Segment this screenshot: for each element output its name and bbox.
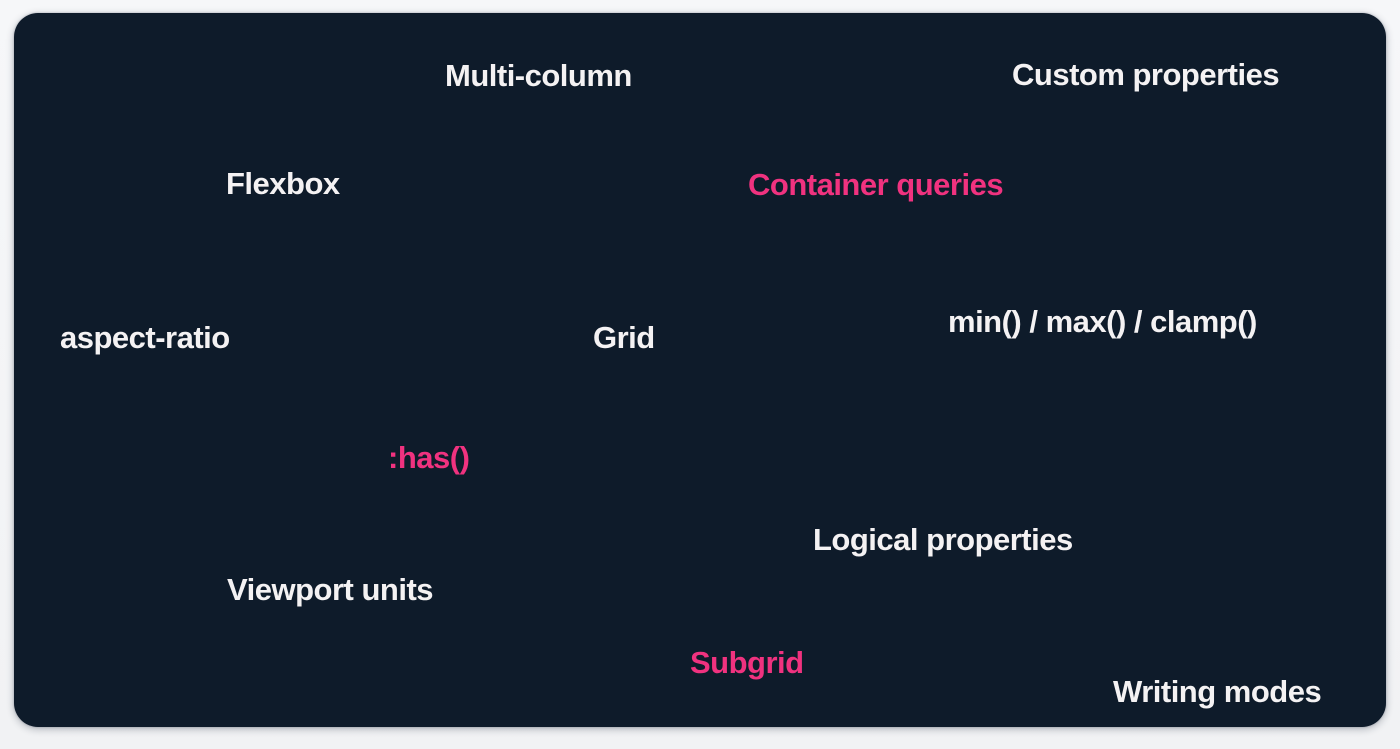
slide-card: Multi-column Custom properties Flexbox C… (14, 13, 1386, 727)
feature-label-viewport-units: Viewport units (227, 572, 434, 607)
feature-label-flexbox: Flexbox (226, 166, 340, 201)
feature-label-writing-modes: Writing modes (1113, 674, 1322, 709)
feature-label-logical-properties: Logical properties (813, 522, 1073, 557)
feature-label-has: :has() (388, 440, 470, 475)
feature-label-min-max-clamp: min() / max() / clamp() (948, 304, 1257, 339)
feature-label-custom-properties: Custom properties (1012, 57, 1280, 92)
feature-label-aspect-ratio: aspect-ratio (60, 320, 230, 355)
feature-label-subgrid: Subgrid (690, 645, 804, 680)
feature-label-multi-column: Multi-column (445, 58, 632, 93)
feature-label-container-queries: Container queries (748, 167, 1004, 202)
feature-label-grid: Grid (593, 320, 655, 355)
